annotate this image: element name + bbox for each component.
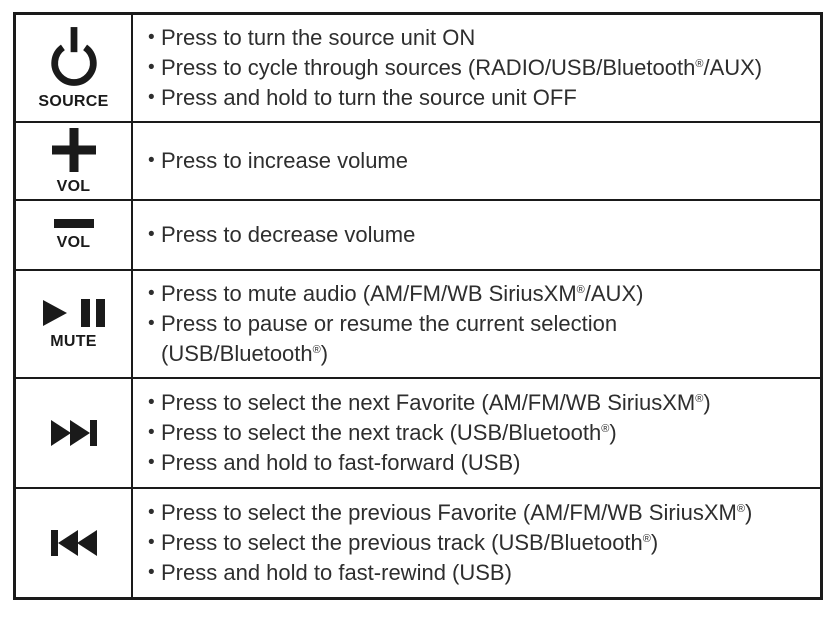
bullet-list: •Press to turn the source unit ON•Press … bbox=[147, 23, 814, 113]
previous-track-description-cell: •Press to select the previous Favorite (… bbox=[131, 487, 823, 599]
volume-down-icon bbox=[53, 219, 94, 228]
button-functions-table: SOURCE •Press to turn the source unit ON… bbox=[13, 12, 823, 600]
bullet-item: •Press to mute audio (AM/FM/WB SiriusXM®… bbox=[147, 279, 814, 309]
bullet-item: •Press to increase volume bbox=[147, 146, 814, 176]
table-row: •Press to select the next Favorite (AM/F… bbox=[13, 377, 823, 489]
table-row: SOURCE •Press to turn the source unit ON… bbox=[13, 12, 823, 123]
bullet-item: •Press to decrease volume bbox=[147, 220, 814, 250]
table-row: •Press to select the previous Favorite (… bbox=[13, 487, 823, 599]
source-description-cell: •Press to turn the source unit ON•Press … bbox=[131, 12, 823, 123]
bullet-item: •Press to pause or resume the current se… bbox=[148, 311, 618, 366]
bullet-list: •Press to decrease volume bbox=[147, 220, 814, 250]
power-icon bbox=[46, 26, 102, 87]
bullet-list: •Press to select the previous Favorite (… bbox=[147, 498, 814, 588]
volume-down-button-cell: VOL bbox=[13, 199, 133, 271]
mute-description-cell: •Press to mute audio (AM/FM/WB SiriusXM®… bbox=[131, 269, 823, 379]
bullet-marker: • bbox=[148, 313, 155, 334]
bullet-item: •Press to select the next Favorite (AM/F… bbox=[147, 388, 814, 418]
next-track-button-cell bbox=[13, 377, 133, 489]
bullet-marker: • bbox=[148, 150, 155, 171]
bullet-marker: • bbox=[148, 422, 155, 443]
bullet-item: •Press to cycle through sources (RADIO/U… bbox=[147, 53, 814, 83]
bullet-marker: • bbox=[148, 27, 155, 48]
source-button-cell: SOURCE bbox=[13, 12, 133, 123]
bullet-item: •Press to turn the source unit ON bbox=[147, 23, 814, 53]
bullet-item: •Press to select the previous track (USB… bbox=[147, 528, 814, 558]
table-row: VOL •Press to increase volume bbox=[13, 121, 823, 201]
volume-up-button-label: VOL bbox=[56, 177, 91, 195]
bullet-marker: • bbox=[148, 87, 155, 108]
table-row: VOL •Press to decrease volume bbox=[13, 199, 823, 271]
bullet-item: •Press and hold to fast-forward (USB) bbox=[147, 448, 814, 478]
volume-up-button-cell: VOL bbox=[13, 121, 133, 201]
next-track-icon bbox=[50, 420, 97, 446]
bullet-marker: • bbox=[148, 283, 155, 304]
bullet-marker: • bbox=[148, 392, 155, 413]
volume-up-icon bbox=[51, 127, 96, 172]
volume-down-description-cell: •Press to decrease volume bbox=[131, 199, 823, 271]
bullet-item: •Press and hold to turn the source unit … bbox=[147, 83, 814, 113]
bullet-marker: • bbox=[148, 452, 155, 473]
bullet-marker: • bbox=[148, 501, 155, 523]
bullet-list: •Press to select the next Favorite (AM/F… bbox=[147, 388, 814, 478]
bullet-marker: • bbox=[148, 57, 155, 78]
bullet-marker: • bbox=[148, 531, 155, 553]
source-button-label: SOURCE bbox=[38, 92, 109, 110]
mute-button-label: MUTE bbox=[50, 332, 97, 350]
bullet-list: •Press to increase volume bbox=[147, 146, 814, 176]
mute-button-cell: MUTE bbox=[13, 269, 133, 379]
table-row: MUTE •Press to mute audio (AM/FM/WB Siri… bbox=[13, 269, 823, 379]
bullet-item: •Press and hold to fast-rewind (USB) bbox=[147, 558, 814, 588]
bullet-item: •Press to select the previous Favorite (… bbox=[147, 498, 814, 528]
bullet-marker: • bbox=[148, 561, 155, 583]
volume-down-button-label: VOL bbox=[56, 234, 91, 251]
play-pause-icon bbox=[42, 298, 105, 327]
next-track-description-cell: •Press to select the next Favorite (AM/F… bbox=[131, 377, 823, 489]
previous-track-button-cell bbox=[13, 487, 133, 599]
volume-up-description-cell: •Press to increase volume bbox=[131, 121, 823, 201]
previous-track-icon bbox=[50, 529, 97, 556]
bullet-item: •Press to select the next track (USB/Blu… bbox=[147, 418, 814, 448]
bullet-marker: • bbox=[148, 224, 155, 245]
bullet-list: •Press to mute audio (AM/FM/WB SiriusXM®… bbox=[147, 279, 814, 369]
